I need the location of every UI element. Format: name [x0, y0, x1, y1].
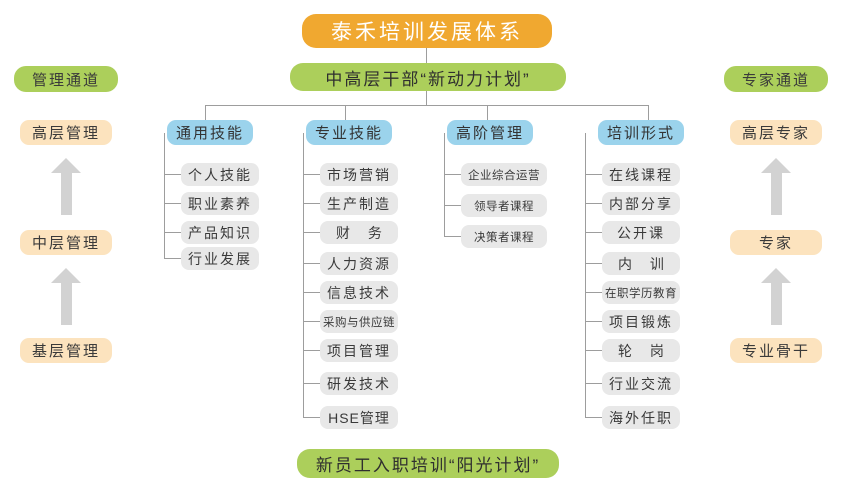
leaf-item[interactable]: 公开课 — [602, 221, 680, 244]
leaf-item[interactable]: 在职学历教育 — [602, 281, 680, 304]
connector-spine-2 — [303, 133, 304, 417]
category-header-general-skills[interactable]: 通用技能 — [167, 120, 253, 145]
leaf-item[interactable]: 领导者课程 — [461, 194, 547, 217]
connector-top-to-sub — [426, 48, 427, 63]
connector-bus — [205, 105, 648, 106]
leaf-item[interactable]: 职业素养 — [181, 192, 259, 215]
connector-spine-3 — [444, 133, 445, 236]
leaf-item[interactable]: 项目锻炼 — [602, 310, 680, 333]
leaf-item[interactable]: 财 务 — [320, 221, 398, 244]
leaf-item[interactable]: 采购与供应链 — [320, 310, 398, 333]
leaf-item[interactable]: 决策者课程 — [461, 225, 547, 248]
connector-stub-2-4 — [303, 263, 320, 264]
connector-bus-drop-2 — [345, 105, 346, 120]
leaf-item[interactable]: HSE管理 — [320, 406, 398, 429]
connector-spine-4 — [585, 133, 586, 417]
right-arrow-up-2 — [761, 268, 791, 325]
connector-sub-to-bus — [426, 91, 427, 105]
left-channel-head: 管理通道 — [14, 66, 118, 92]
bottom-program-banner: 新员工入职培训“阳光计划” — [297, 449, 559, 478]
leaf-item[interactable]: 在线课程 — [602, 163, 680, 186]
category-header-training-formats[interactable]: 培训形式 — [598, 120, 684, 145]
category-header-professional-skills[interactable]: 专业技能 — [306, 120, 392, 145]
leaf-item[interactable]: 企业综合运营 — [461, 163, 547, 186]
leaf-item[interactable]: 轮 岗 — [602, 339, 680, 362]
connector-stub-1-2 — [164, 203, 181, 204]
sub-program-banner: 中高层干部“新动力计划” — [290, 63, 566, 91]
right-channel-level-2: 专家 — [730, 230, 822, 255]
connector-stub-2-9 — [303, 417, 320, 418]
connector-stub-4-6 — [585, 321, 602, 322]
connector-bus-drop-3 — [487, 105, 488, 120]
connector-stub-4-5 — [585, 292, 602, 293]
connector-stub-3-2 — [444, 205, 461, 206]
right-arrow-up-1 — [761, 158, 791, 215]
connector-stub-3-1 — [444, 174, 461, 175]
connector-stub-1-1 — [164, 174, 181, 175]
leaf-item[interactable]: 市场营销 — [320, 163, 398, 186]
connector-stub-2-1 — [303, 174, 320, 175]
leaf-item[interactable]: 海外任职 — [602, 406, 680, 429]
connector-stub-4-7 — [585, 350, 602, 351]
leaf-item[interactable]: 内部分享 — [602, 192, 680, 215]
connector-stub-4-3 — [585, 232, 602, 233]
connector-stub-2-6 — [303, 321, 320, 322]
connector-stub-4-4 — [585, 263, 602, 264]
connector-bus-drop-1 — [205, 105, 206, 120]
leaf-item[interactable]: 产品知识 — [181, 221, 259, 244]
connector-bus-drop-4 — [648, 105, 649, 120]
left-channel-level-3: 基层管理 — [20, 338, 112, 363]
main-title-banner: 泰禾培训发展体系 — [302, 14, 552, 48]
leaf-item[interactable]: 研发技术 — [320, 372, 398, 395]
left-arrow-up-1 — [51, 158, 81, 215]
left-channel-level-1: 高层管理 — [20, 120, 112, 145]
connector-stub-1-3 — [164, 232, 181, 233]
connector-stub-2-7 — [303, 350, 320, 351]
leaf-item[interactable]: 内 训 — [602, 252, 680, 275]
leaf-item[interactable]: 项目管理 — [320, 339, 398, 362]
leaf-item[interactable]: 个人技能 — [181, 163, 259, 186]
connector-stub-2-5 — [303, 292, 320, 293]
connector-stub-2-3 — [303, 232, 320, 233]
leaf-item[interactable]: 行业发展 — [181, 247, 259, 270]
connector-stub-4-1 — [585, 174, 602, 175]
connector-stub-4-9 — [585, 417, 602, 418]
left-arrow-up-2 — [51, 268, 81, 325]
connector-stub-4-2 — [585, 203, 602, 204]
leaf-item[interactable]: 信息技术 — [320, 281, 398, 304]
connector-stub-3-3 — [444, 236, 461, 237]
connector-stub-2-2 — [303, 203, 320, 204]
leaf-item[interactable]: 人力资源 — [320, 252, 398, 275]
left-channel-level-2: 中层管理 — [20, 230, 112, 255]
connector-stub-1-4 — [164, 258, 181, 259]
right-channel-level-3: 专业骨干 — [730, 338, 822, 363]
right-channel-level-1: 高层专家 — [730, 120, 822, 145]
connector-stub-4-8 — [585, 383, 602, 384]
connector-spine-1 — [164, 133, 165, 258]
leaf-item[interactable]: 行业交流 — [602, 372, 680, 395]
right-channel-head: 专家通道 — [724, 66, 828, 92]
category-header-advanced-management[interactable]: 高阶管理 — [447, 120, 533, 145]
leaf-item[interactable]: 生产制造 — [320, 192, 398, 215]
connector-stub-2-8 — [303, 383, 320, 384]
